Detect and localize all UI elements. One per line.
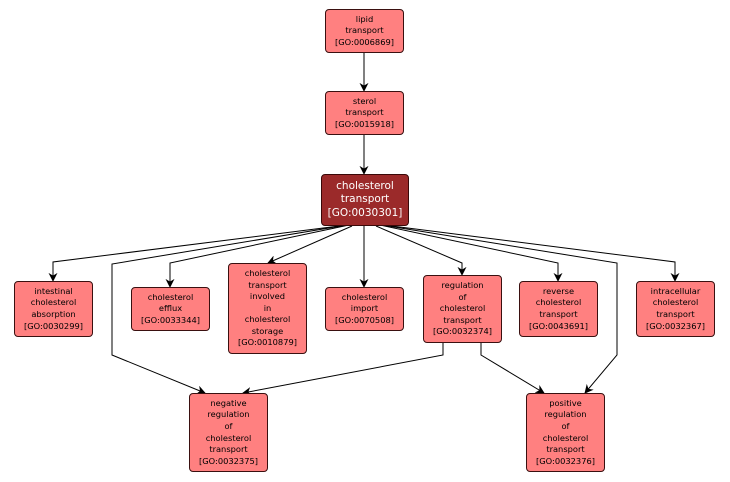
node-reverse-cholesterol-transport[interactable]: reverse cholesterol transport [GO:004369… xyxy=(519,281,598,337)
edge-GO0030301-to-GO0032375 xyxy=(111,224,348,395)
node-cholesterol-storage-transport[interactable]: cholesterol transport involved in choles… xyxy=(228,263,307,354)
edge-GO0030301-to-GO0033344 xyxy=(165,224,350,288)
node-positive-regulation[interactable]: positive regulation of cholesterol trans… xyxy=(526,393,605,472)
edge-GO0030301-to-GO0032374 xyxy=(375,225,467,276)
node-label: cholesterol transport involved in choles… xyxy=(237,267,298,348)
node-negative-regulation[interactable]: negative regulation of cholesterol trans… xyxy=(189,393,268,472)
edge-GO0032374-to-GO0032376 xyxy=(480,343,545,394)
node-sterol-transport[interactable]: sterol transport [GO:0015918] xyxy=(325,91,404,135)
node-lipid-transport[interactable]: lipid transport [GO:0006869] xyxy=(325,9,404,53)
node-label: cholesterol efflux [GO:0033344] xyxy=(140,291,201,325)
node-label: lipid transport [GO:0006869] xyxy=(334,13,395,47)
node-cholesterol-transport[interactable]: cholesterol transport [GO:0030301] xyxy=(321,174,409,226)
edge-GO0030301-to-GO0030299 xyxy=(48,224,348,282)
node-label: negative regulation of cholesterol trans… xyxy=(198,397,259,466)
node-label: intracellular cholesterol transport [GO:… xyxy=(645,285,706,331)
edge-GO0030301-to-GO0032376 xyxy=(381,224,618,394)
node-label: cholesterol transport [GO:0030301] xyxy=(327,179,403,219)
node-label: positive regulation of cholesterol trans… xyxy=(535,397,596,466)
node-cholesterol-import[interactable]: cholesterol import [GO:0070508] xyxy=(325,287,404,331)
node-label: reverse cholesterol transport [GO:004369… xyxy=(528,285,589,331)
node-label: cholesterol import [GO:0070508] xyxy=(334,291,395,325)
edge-GO0030301-to-GO0010879 xyxy=(267,225,353,264)
edge-GO0032374-to-GO0032375 xyxy=(242,343,444,396)
node-regulation-of-cholesterol-transport[interactable]: regulation of cholesterol transport [GO:… xyxy=(423,275,502,343)
node-label: intestinal cholesterol absorption [GO:00… xyxy=(23,285,84,331)
node-label: regulation of cholesterol transport [GO:… xyxy=(432,280,493,337)
node-intestinal-cholesterol-absorption[interactable]: intestinal cholesterol absorption [GO:00… xyxy=(14,281,93,337)
edge-GO0030301-to-GO0043691 xyxy=(379,224,563,282)
node-label: sterol transport [GO:0015918] xyxy=(334,95,395,129)
edge-GO0030301-to-GO0032367 xyxy=(383,224,680,282)
node-intracellular-cholesterol-transport[interactable]: intracellular cholesterol transport [GO:… xyxy=(636,281,715,337)
node-cholesterol-efflux[interactable]: cholesterol efflux [GO:0033344] xyxy=(131,287,210,331)
